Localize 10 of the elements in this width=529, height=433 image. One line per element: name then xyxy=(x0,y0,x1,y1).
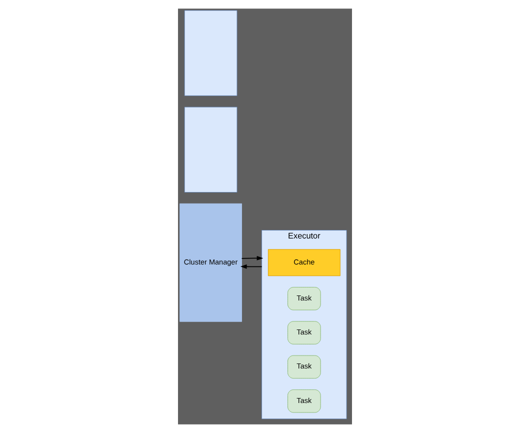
arrow xyxy=(240,264,262,269)
node-box: Cache xyxy=(267,249,340,276)
node-box: Task xyxy=(287,355,320,379)
node-box: Task xyxy=(287,389,320,413)
arrow xyxy=(240,256,263,260)
node-box: Cluster Manager xyxy=(179,203,242,322)
node-box xyxy=(184,106,237,192)
node-box: Task xyxy=(287,321,320,344)
node-box xyxy=(184,10,237,96)
node-box: Task xyxy=(287,286,320,310)
